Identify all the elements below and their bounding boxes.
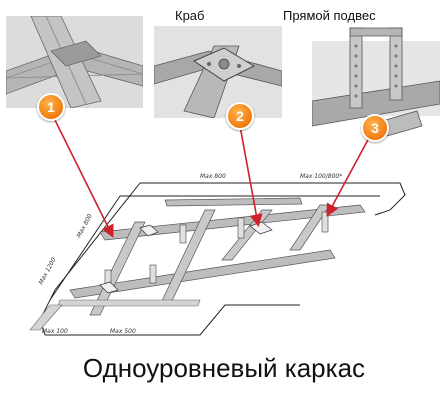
direct-hanger-caption: Прямой подвес: [283, 8, 376, 23]
direct-hanger-photo: [312, 26, 440, 151]
hangers: [104, 211, 329, 289]
profile-joint-illustration: [6, 16, 143, 108]
crab-connector-photo: [154, 26, 282, 118]
main-profiles: [69, 197, 366, 299]
arrow-3: [326, 135, 371, 217]
dim-left-lower: Max 1200: [38, 256, 58, 286]
arrow-2: [239, 125, 263, 228]
dim-left-upper: Max 800: [76, 213, 94, 239]
dim-top-left: Max 800: [200, 173, 226, 180]
dim-bottom-right: Max 500: [110, 328, 136, 335]
pointer-arrows: [49, 109, 371, 238]
crab-connector-illustration: [154, 26, 282, 118]
diagram-title: Одноуровневый каркас: [82, 353, 366, 383]
crab-caption: Краб: [175, 8, 205, 23]
marker-2-badge: 2: [226, 102, 254, 130]
dim-bottom-left: Max 100: [42, 328, 68, 335]
marker-3-badge: 3: [361, 114, 389, 142]
perimeter-profile: [29, 299, 201, 331]
direct-hanger-illustration: [312, 27, 440, 137]
profile-joint-photo: [6, 16, 143, 108]
marker-1-badge: 1: [37, 93, 65, 121]
dim-top-right: Max 100/800*: [300, 173, 342, 180]
arrow-1: [49, 109, 114, 238]
